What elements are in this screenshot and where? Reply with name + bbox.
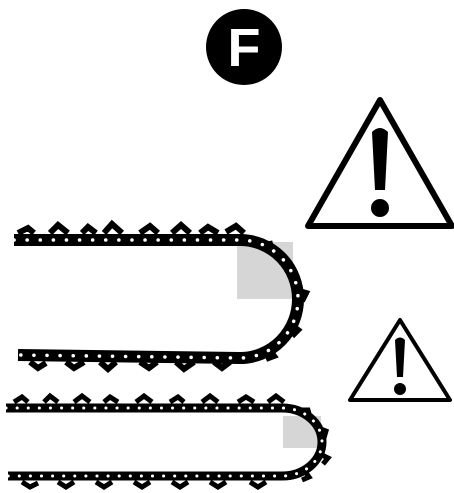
warning-triangle-icon xyxy=(305,97,454,229)
letter-badge: F xyxy=(206,9,282,85)
badge-letter: F xyxy=(228,18,261,78)
chain-loop-top xyxy=(12,219,311,373)
chain-loop-bottom xyxy=(4,392,332,490)
warning-triangle-icon xyxy=(348,318,452,402)
